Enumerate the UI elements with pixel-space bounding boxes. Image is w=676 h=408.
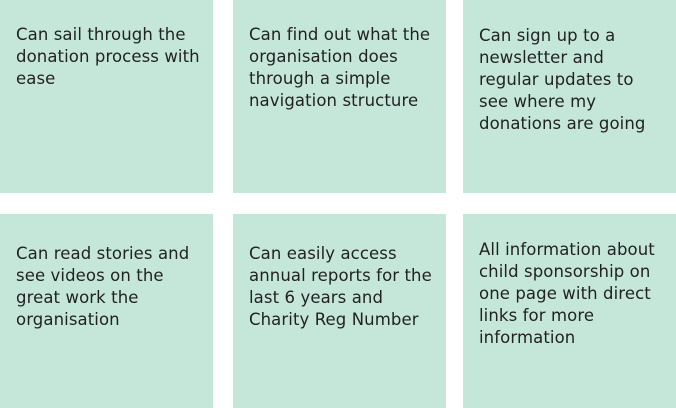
sticky-note-text: Can easily access annual reports for the… — [249, 244, 432, 329]
sticky-note-text: Can sign up to a newsletter and regular … — [479, 26, 646, 133]
sticky-note-stories-videos: Can read stories and see videos on the g… — [0, 214, 213, 408]
sticky-note-annual-reports: Can easily access annual reports for the… — [233, 214, 446, 408]
sticky-note-child-sponsorship: All information about child sponsorship … — [463, 214, 676, 408]
sticky-note-text: All information about child sponsorship … — [479, 240, 655, 347]
sticky-note-newsletter: Can sign up to a newsletter and regular … — [463, 0, 676, 193]
sticky-note-text: Can find out what the organisation does … — [249, 25, 431, 110]
sticky-note-text: Can sail through the donation process wi… — [16, 25, 200, 88]
sticky-note-navigation: Can find out what the organisation does … — [233, 0, 446, 193]
sticky-note-donation-process: Can sail through the donation process wi… — [0, 0, 213, 193]
sticky-note-text: Can read stories and see videos on the g… — [16, 244, 190, 329]
